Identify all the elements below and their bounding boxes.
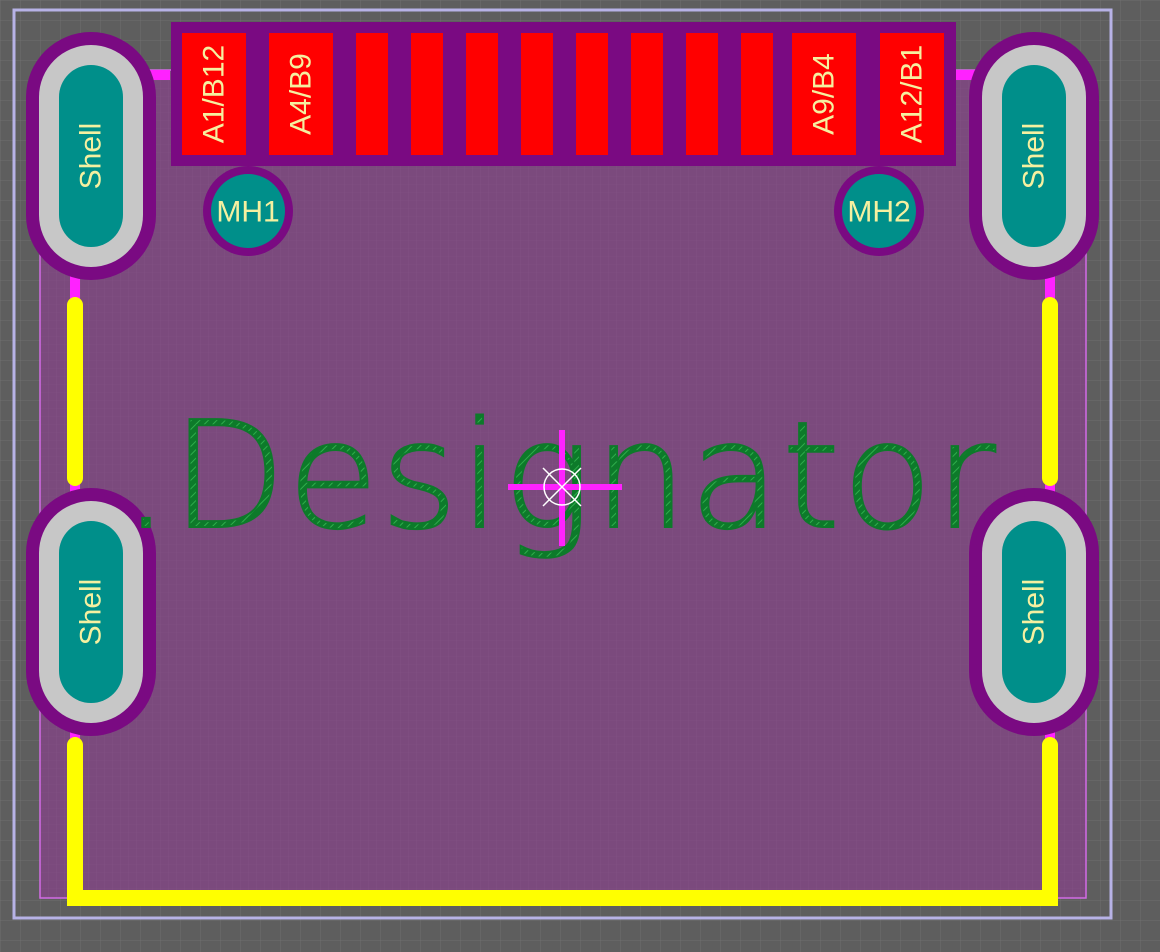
smd-pad-label: A4/B9 <box>285 53 318 135</box>
mounting-holes: MH1 MH2 <box>203 166 924 256</box>
shell-pad-label: Shell <box>75 123 108 190</box>
smd-pad[interactable] <box>466 33 498 155</box>
mounting-hole[interactable]: MH1 <box>203 166 293 256</box>
origin-marker <box>508 430 622 546</box>
shell-pad-label: Shell <box>1018 579 1051 646</box>
smd-pad[interactable] <box>576 33 608 155</box>
smd-pad[interactable] <box>686 33 718 155</box>
smd-pad[interactable] <box>411 33 443 155</box>
smd-pad-label: A12/B1 <box>896 45 929 143</box>
shell-pad[interactable]: Shell <box>26 32 156 280</box>
smd-pads: A1/B12 A4/B9 A9/B4 A12/B1 <box>182 33 944 155</box>
smd-pad[interactable]: A9/B4 <box>792 33 856 155</box>
shell-pad[interactable]: Shell <box>969 488 1099 736</box>
mounting-hole-label: MH2 <box>847 196 910 229</box>
smd-pad-label: A9/B4 <box>808 53 841 135</box>
shell-pad[interactable]: Shell <box>969 32 1099 280</box>
smd-pad-label: A1/B12 <box>198 45 231 143</box>
smd-pad[interactable] <box>356 33 388 155</box>
smd-pad[interactable]: A12/B1 <box>880 33 944 155</box>
mounting-hole-label: MH1 <box>216 196 279 229</box>
shell-pad-label: Shell <box>75 579 108 646</box>
smd-pad[interactable] <box>741 33 773 155</box>
board-outline <box>12 8 1113 920</box>
smd-pad[interactable] <box>521 33 553 155</box>
shell-pad-label: Shell <box>1018 123 1051 190</box>
smd-pad[interactable]: A4/B9 <box>269 33 333 155</box>
smd-pad[interactable]: A1/B12 <box>182 33 246 155</box>
mounting-hole[interactable]: MH2 <box>834 166 924 256</box>
smd-pad[interactable] <box>631 33 663 155</box>
overlay-lines <box>67 297 1058 906</box>
shell-pad[interactable]: Shell <box>26 488 156 736</box>
